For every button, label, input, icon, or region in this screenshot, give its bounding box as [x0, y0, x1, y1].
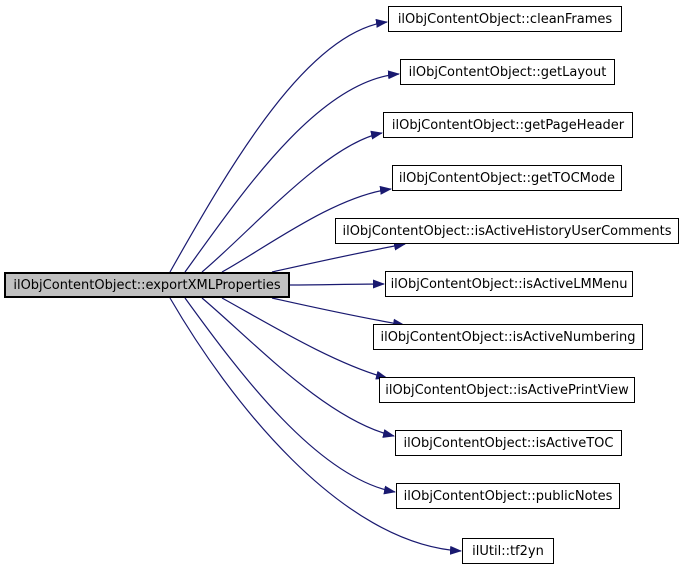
node-get-layout[interactable]: ilObjContentObject::getLayout [400, 59, 615, 85]
node-is-active-lmmenu[interactable]: ilObjContentObject::isActiveLMMenu [385, 271, 633, 297]
edge-to-get-page-header [201, 130, 383, 273]
edge-to-get-tocmode [221, 185, 392, 273]
edge-to-is-active-print-view [221, 297, 388, 380]
node-get-tocmode[interactable]: ilObjContentObject::getTOCMode [392, 165, 622, 191]
node-get-page-header[interactable]: ilObjContentObject::getPageHeader [383, 112, 633, 138]
edge-to-clean-frames [169, 18, 388, 273]
node-public-notes[interactable]: ilObjContentObject::publicNotes [396, 483, 620, 509]
node-is-active-toc[interactable]: ilObjContentObject::isActiveTOC [395, 430, 622, 456]
edge-to-tf2yn [169, 297, 462, 555]
edge-to-is-active-history-user-comments [271, 241, 406, 273]
edge-to-is-active-toc [201, 297, 395, 438]
node-export-xml-properties: ilObjContentObject::exportXMLProperties [4, 272, 290, 298]
node-tf2yn[interactable]: ilUtil::tf2yn [462, 538, 554, 564]
node-is-active-history-user-comments[interactable]: ilObjContentObject::isActiveHistoryUserC… [335, 218, 679, 244]
node-is-active-numbering[interactable]: ilObjContentObject::isActiveNumbering [373, 324, 643, 350]
edge-to-is-active-lmmenu [289, 279, 385, 289]
node-clean-frames[interactable]: ilObjContentObject::cleanFrames [388, 6, 622, 32]
node-is-active-print-view[interactable]: ilObjContentObject::isActivePrintView [379, 377, 635, 403]
edge-to-is-active-numbering [271, 297, 405, 328]
edge-to-get-layout [184, 70, 400, 273]
edge-to-public-notes [184, 297, 396, 495]
